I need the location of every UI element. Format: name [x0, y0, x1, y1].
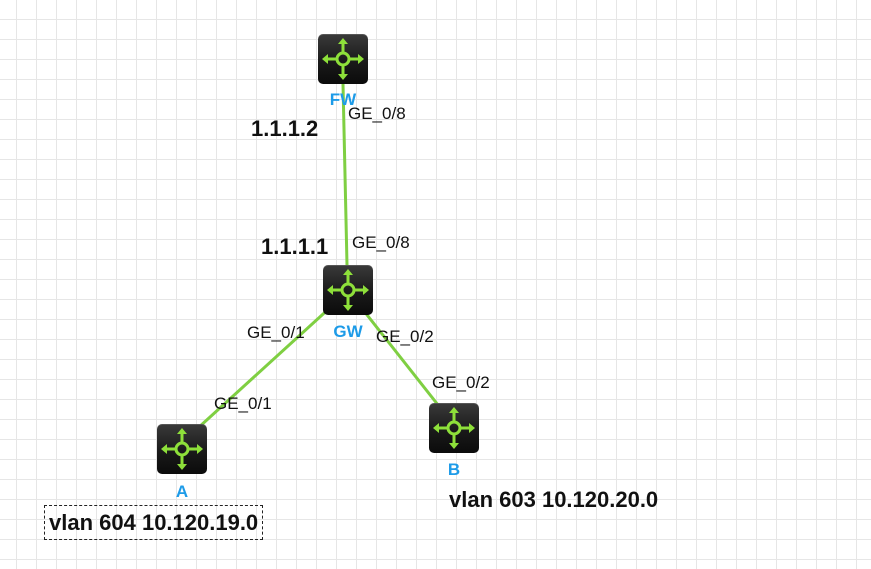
port-label-gw-ge08: GE_0/8 [352, 233, 410, 252]
port-label-b-ge02: GE_0/2 [432, 373, 490, 392]
ip-label-gw: 1.1.1.1 [261, 234, 329, 259]
node-a[interactable] [157, 424, 207, 474]
node-label-gw: GW [333, 322, 363, 341]
link-fw-gw[interactable] [341, 82, 349, 267]
node-label-fw: FW [329, 90, 357, 109]
router-icon [327, 269, 369, 311]
node-label-b: B [447, 460, 461, 479]
vlan-label-a: vlan 604 10.120.19.0 [44, 505, 264, 540]
router-icon [433, 407, 475, 449]
link-gw-b[interactable] [358, 304, 444, 412]
port-label-gw-ge02: GE_0/2 [376, 327, 434, 346]
node-gw[interactable] [323, 265, 373, 315]
vlan-label-b: vlan 603 10.120.20.0 [449, 487, 659, 512]
link-gw-a[interactable] [196, 303, 335, 430]
port-label-gw-ge01: GE_0/1 [247, 323, 305, 342]
router-icon [322, 38, 364, 80]
node-label-a: A [175, 482, 189, 501]
ip-label-fw: 1.1.1.2 [251, 116, 319, 141]
port-label-a-ge01: GE_0/1 [214, 394, 272, 413]
node-fw[interactable] [318, 34, 368, 84]
router-icon [161, 428, 203, 470]
port-label-fw-ge08: GE_0/8 [348, 104, 406, 123]
node-b[interactable] [429, 403, 479, 453]
